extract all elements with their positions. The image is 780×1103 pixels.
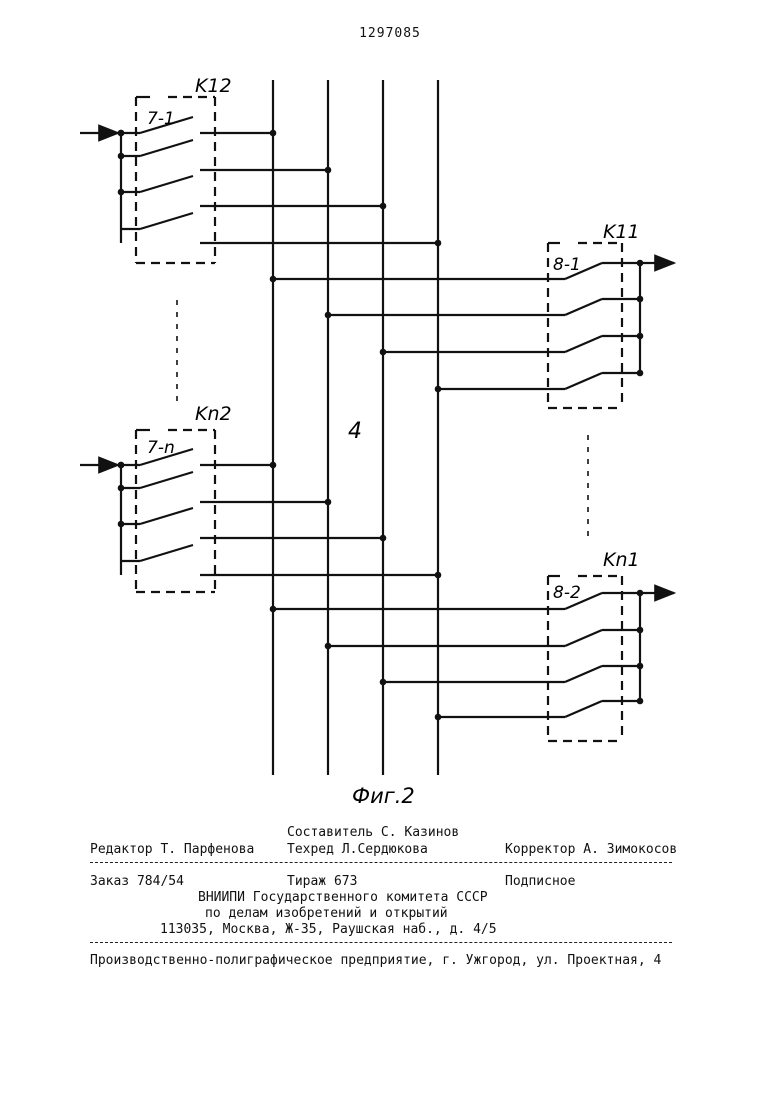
kn1-label: Kn1 — [603, 549, 640, 571]
subscription-line: Подписное — [505, 874, 575, 889]
corrector-line: Корректор А. Зимокосов — [505, 842, 677, 857]
k11-label: K11 — [603, 221, 640, 243]
circuit-diagram: K12 7-1 Kn2 7-n K11 8-1 Kn1 8-2 4 Фиг.2 — [0, 0, 780, 820]
kn2-label: Kn2 — [195, 403, 232, 425]
k12-label: K12 — [195, 75, 232, 97]
order-line: Заказ 784/54 — [90, 874, 184, 889]
switch-7-n-label: 7-n — [147, 438, 175, 458]
junction-dots — [118, 130, 644, 721]
switch-7-1-label: 7-1 — [147, 109, 175, 129]
bus-label: 4 — [348, 419, 362, 444]
compiler-line: Составитель С. Казинов — [287, 825, 459, 840]
switch-8-1-label: 8-1 — [553, 255, 581, 275]
circulation-line: Тираж 673 — [287, 874, 357, 889]
bus-lines — [80, 80, 674, 775]
org-address: 113035, Москва, Ж-35, Раушская наб., д. … — [160, 922, 497, 937]
divider-bottom — [90, 942, 672, 943]
switch-8-2-label: 8-2 — [553, 583, 581, 603]
org-line-1: ВНИИПИ Государственного комитета СССР — [198, 890, 488, 905]
editor-line: Редактор Т. Парфенова — [90, 842, 254, 857]
printer-line: Производственно-полиграфическое предприя… — [90, 953, 661, 968]
figure-caption: Фиг.2 — [352, 784, 415, 808]
org-line-2: по делам изобретений и открытий — [205, 906, 448, 921]
techred-line: Техред Л.Сердюкова — [287, 842, 428, 857]
divider-top — [90, 862, 672, 863]
